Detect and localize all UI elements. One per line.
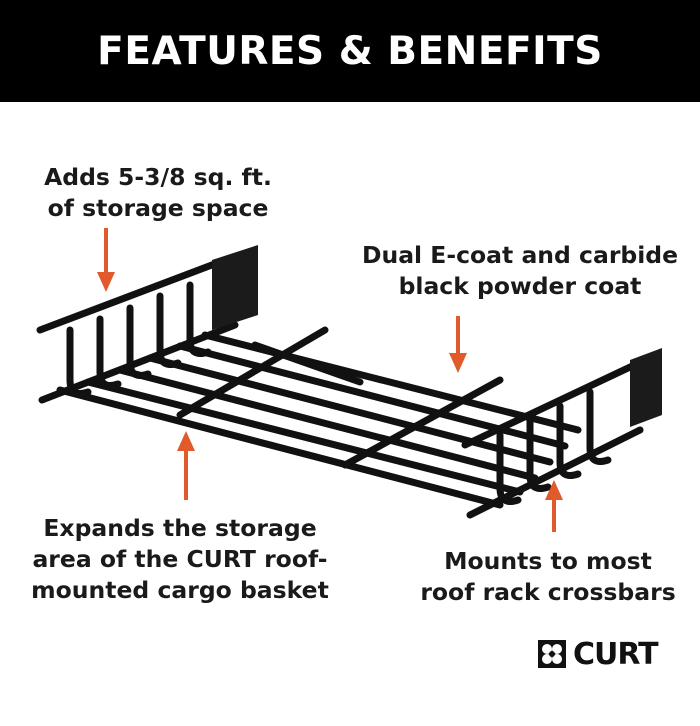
- callout-line: black powder coat: [398, 272, 642, 300]
- callout-mounts: Mounts to most roof rack crossbars: [398, 546, 698, 608]
- callout-line: mounted cargo basket: [31, 576, 329, 604]
- logo-wordmark: CURT: [573, 636, 659, 672]
- header-banner: FEATURES & BENEFITS: [0, 0, 700, 102]
- page-title: FEATURES & BENEFITS: [97, 28, 603, 74]
- callout-line: Mounts to most: [444, 547, 652, 575]
- orange-arrow-icon: [545, 480, 563, 532]
- orange-arrow-icon: [97, 228, 115, 292]
- curt-logo-icon: [538, 640, 566, 668]
- callout-line: Dual E-coat and carbide: [361, 241, 679, 269]
- callout-coating: Dual E-coat and carbide black powder coa…: [350, 240, 690, 302]
- cargo-basket-extension-illustration: [36, 245, 662, 519]
- callout-storage-space: Adds 5-3/8 sq. ft. of storage space: [18, 162, 298, 224]
- callout-line: area of the CURT roof-: [32, 545, 328, 573]
- curt-logo: CURT: [537, 636, 659, 672]
- orange-arrow-icon: [177, 431, 195, 500]
- callout-line: of storage space: [47, 194, 269, 222]
- callout-expands-storage: Expands the storage area of the CURT roo…: [20, 513, 340, 606]
- callout-line: Adds 5-3/8 sq. ft.: [44, 163, 272, 191]
- callout-line: Expands the storage: [43, 514, 317, 542]
- orange-arrow-icon: [449, 316, 467, 373]
- callout-line: roof rack crossbars: [420, 578, 676, 606]
